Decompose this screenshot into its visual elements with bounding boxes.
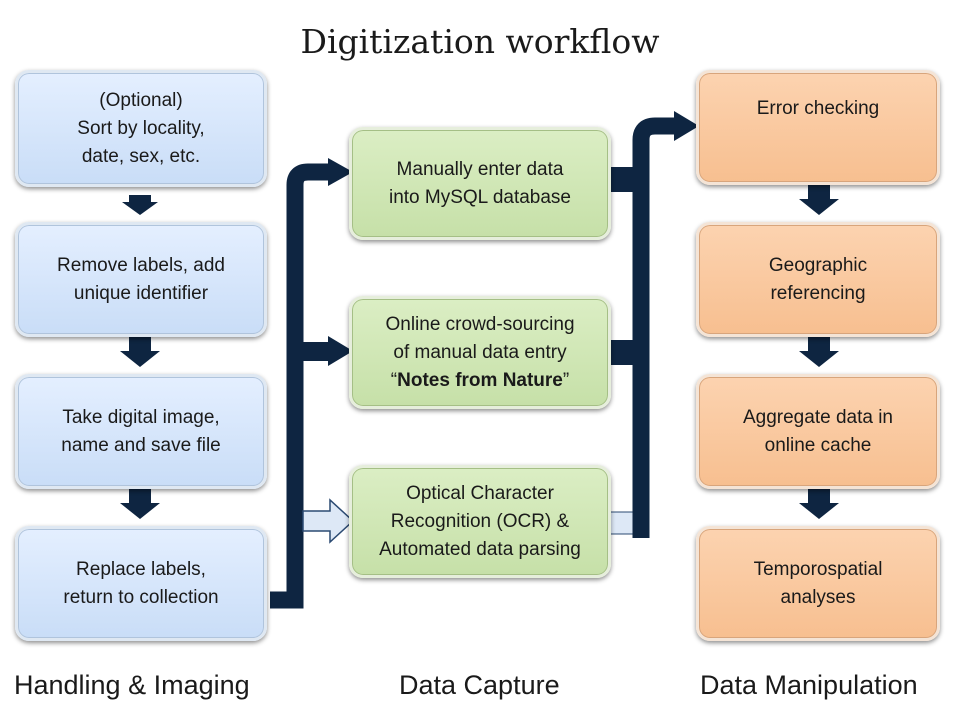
method-manual-entry: Manually enter data into MySQL database <box>349 127 611 240</box>
method-crowdsourcing: Online crowd-sourcing of manual data ent… <box>349 296 611 409</box>
down-arrow-4 <box>799 185 839 215</box>
step-remove-labels: Remove labels, add unique identifier <box>15 222 267 337</box>
method-text-line: Optical Character <box>406 482 554 504</box>
merge-from-ocr <box>607 511 634 535</box>
quote-close: ” <box>562 369 570 391</box>
section-label-handling: Handling & Imaging <box>14 670 250 700</box>
step-text-line: Temporospatial <box>753 558 883 580</box>
arrow-to-error-checking <box>674 111 699 141</box>
step-text-line: (Optional) <box>99 89 183 111</box>
step-temporospatial-analyses: Temporospatial analyses <box>696 526 940 641</box>
step-text-line: referencing <box>770 282 866 304</box>
notes-from-nature-line: “Notes from Nature” <box>391 367 569 395</box>
arrow-to-manual-entry <box>328 158 353 186</box>
method-text-line: into MySQL database <box>388 186 571 208</box>
method-text-line: Manually enter data <box>396 158 564 180</box>
step-text-line: Sort by locality, <box>77 117 205 139</box>
arrow-to-crowdsourcing <box>328 336 353 366</box>
step-text-line: online cache <box>764 434 872 456</box>
step-text-line: Remove labels, add <box>57 254 225 276</box>
step-geographic-referencing: Geographic referencing <box>696 222 940 337</box>
down-arrow-6 <box>799 489 839 519</box>
step-sort-specimens: (Optional) Sort by locality, date, sex, … <box>15 70 267 187</box>
step-text-line: Geographic <box>768 254 868 276</box>
step-take-image: Take digital image, name and save file <box>15 374 267 489</box>
step-replace-labels: Replace labels, return to collection <box>15 526 267 641</box>
down-arrow-2 <box>120 337 160 367</box>
step-text-line: Aggregate data in <box>742 406 893 428</box>
branch-to-crowdsourcing <box>295 342 330 361</box>
step-text-line: Replace labels, <box>76 558 206 580</box>
step-text-line: Take digital image, <box>62 406 220 428</box>
left-bracket-connector <box>270 163 330 609</box>
right-bracket-connector <box>632 117 676 538</box>
method-text-line: Recognition (OCR) & <box>390 510 570 532</box>
step-text-line: name and save file <box>61 434 221 456</box>
method-ocr: Optical Character Recognition (OCR) & Au… <box>349 465 611 578</box>
step-text-line: return to collection <box>63 586 219 608</box>
diagram-title: Digitization workflow <box>300 22 660 61</box>
arrow-to-ocr <box>302 498 355 544</box>
down-arrow-1 <box>122 195 158 215</box>
notes-from-nature-label: Notes from Nature <box>397 369 563 391</box>
method-text-line: Online crowd-sourcing <box>385 313 575 335</box>
down-arrow-5 <box>799 337 839 367</box>
down-arrow-3 <box>120 489 160 519</box>
step-text-line: unique identifier <box>73 282 209 304</box>
section-label-capture: Data Capture <box>399 670 560 700</box>
method-text-line: Automated data parsing <box>379 538 581 560</box>
step-text-line: date, sex, etc. <box>81 145 201 167</box>
step-error-checking: Error checking <box>696 70 940 185</box>
step-text-line <box>815 123 820 151</box>
step-text-line: analyses <box>780 586 856 608</box>
step-aggregate-data: Aggregate data in online cache <box>696 374 940 489</box>
quote-open: “ <box>390 369 398 391</box>
method-text-line: of manual data entry <box>393 341 567 363</box>
step-text-line: Error checking <box>756 97 880 119</box>
section-label-manipulation: Data Manipulation <box>700 670 918 700</box>
